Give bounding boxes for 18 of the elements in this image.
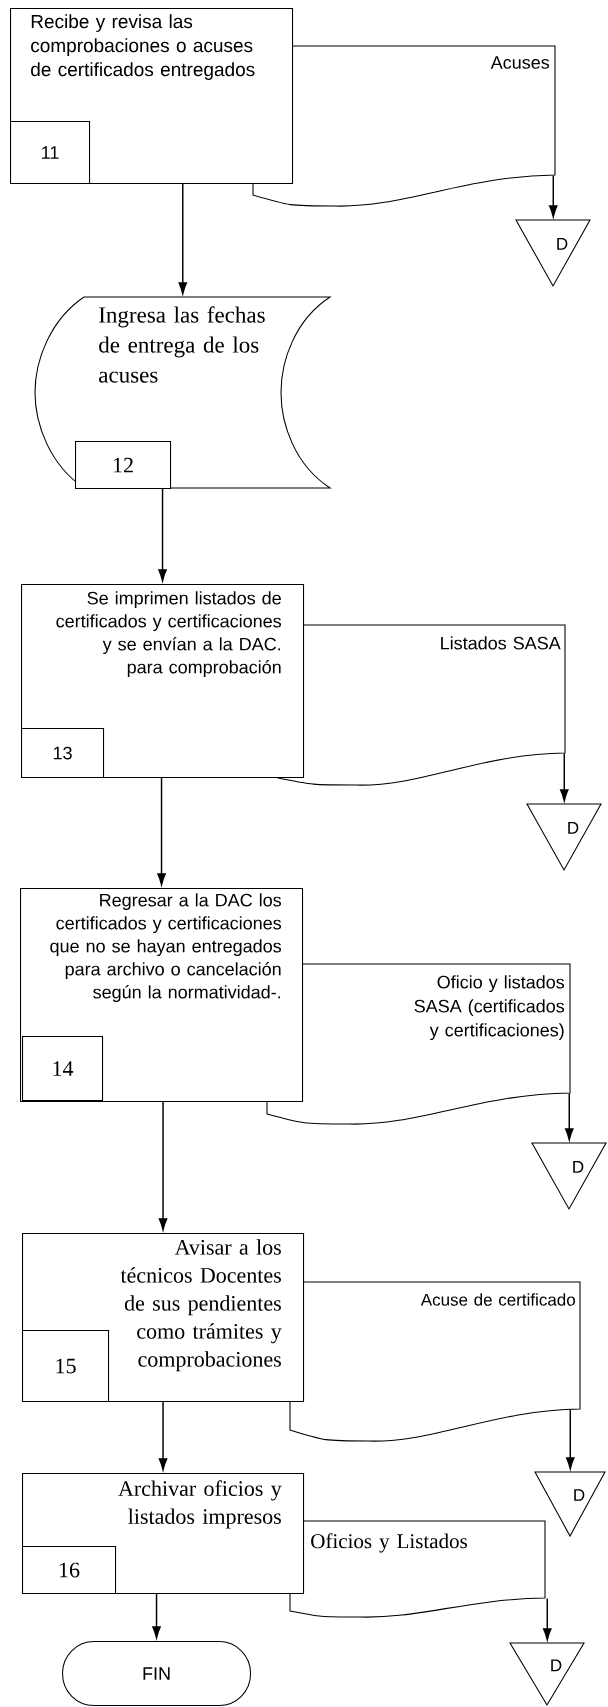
arrow bbox=[566, 1408, 575, 1470]
step-number-box: 16 bbox=[22, 1546, 117, 1595]
step-number-box: 11 bbox=[10, 121, 91, 185]
end-terminal: FIN bbox=[62, 1641, 252, 1707]
arrow bbox=[178, 183, 187, 295]
step-number-box: 14 bbox=[22, 1036, 104, 1102]
arrow bbox=[152, 1593, 161, 1639]
arrow bbox=[157, 777, 166, 886]
arrow bbox=[565, 1092, 574, 1141]
arrow bbox=[158, 1401, 168, 1471]
step-number-box: 12 bbox=[75, 441, 172, 490]
step-number-box: 13 bbox=[21, 728, 105, 779]
arrow bbox=[158, 1101, 168, 1231]
arrow bbox=[543, 1597, 552, 1641]
arrow bbox=[560, 752, 569, 802]
arrow bbox=[158, 487, 167, 582]
arrow bbox=[549, 174, 558, 218]
step-number-box: 15 bbox=[22, 1330, 110, 1403]
